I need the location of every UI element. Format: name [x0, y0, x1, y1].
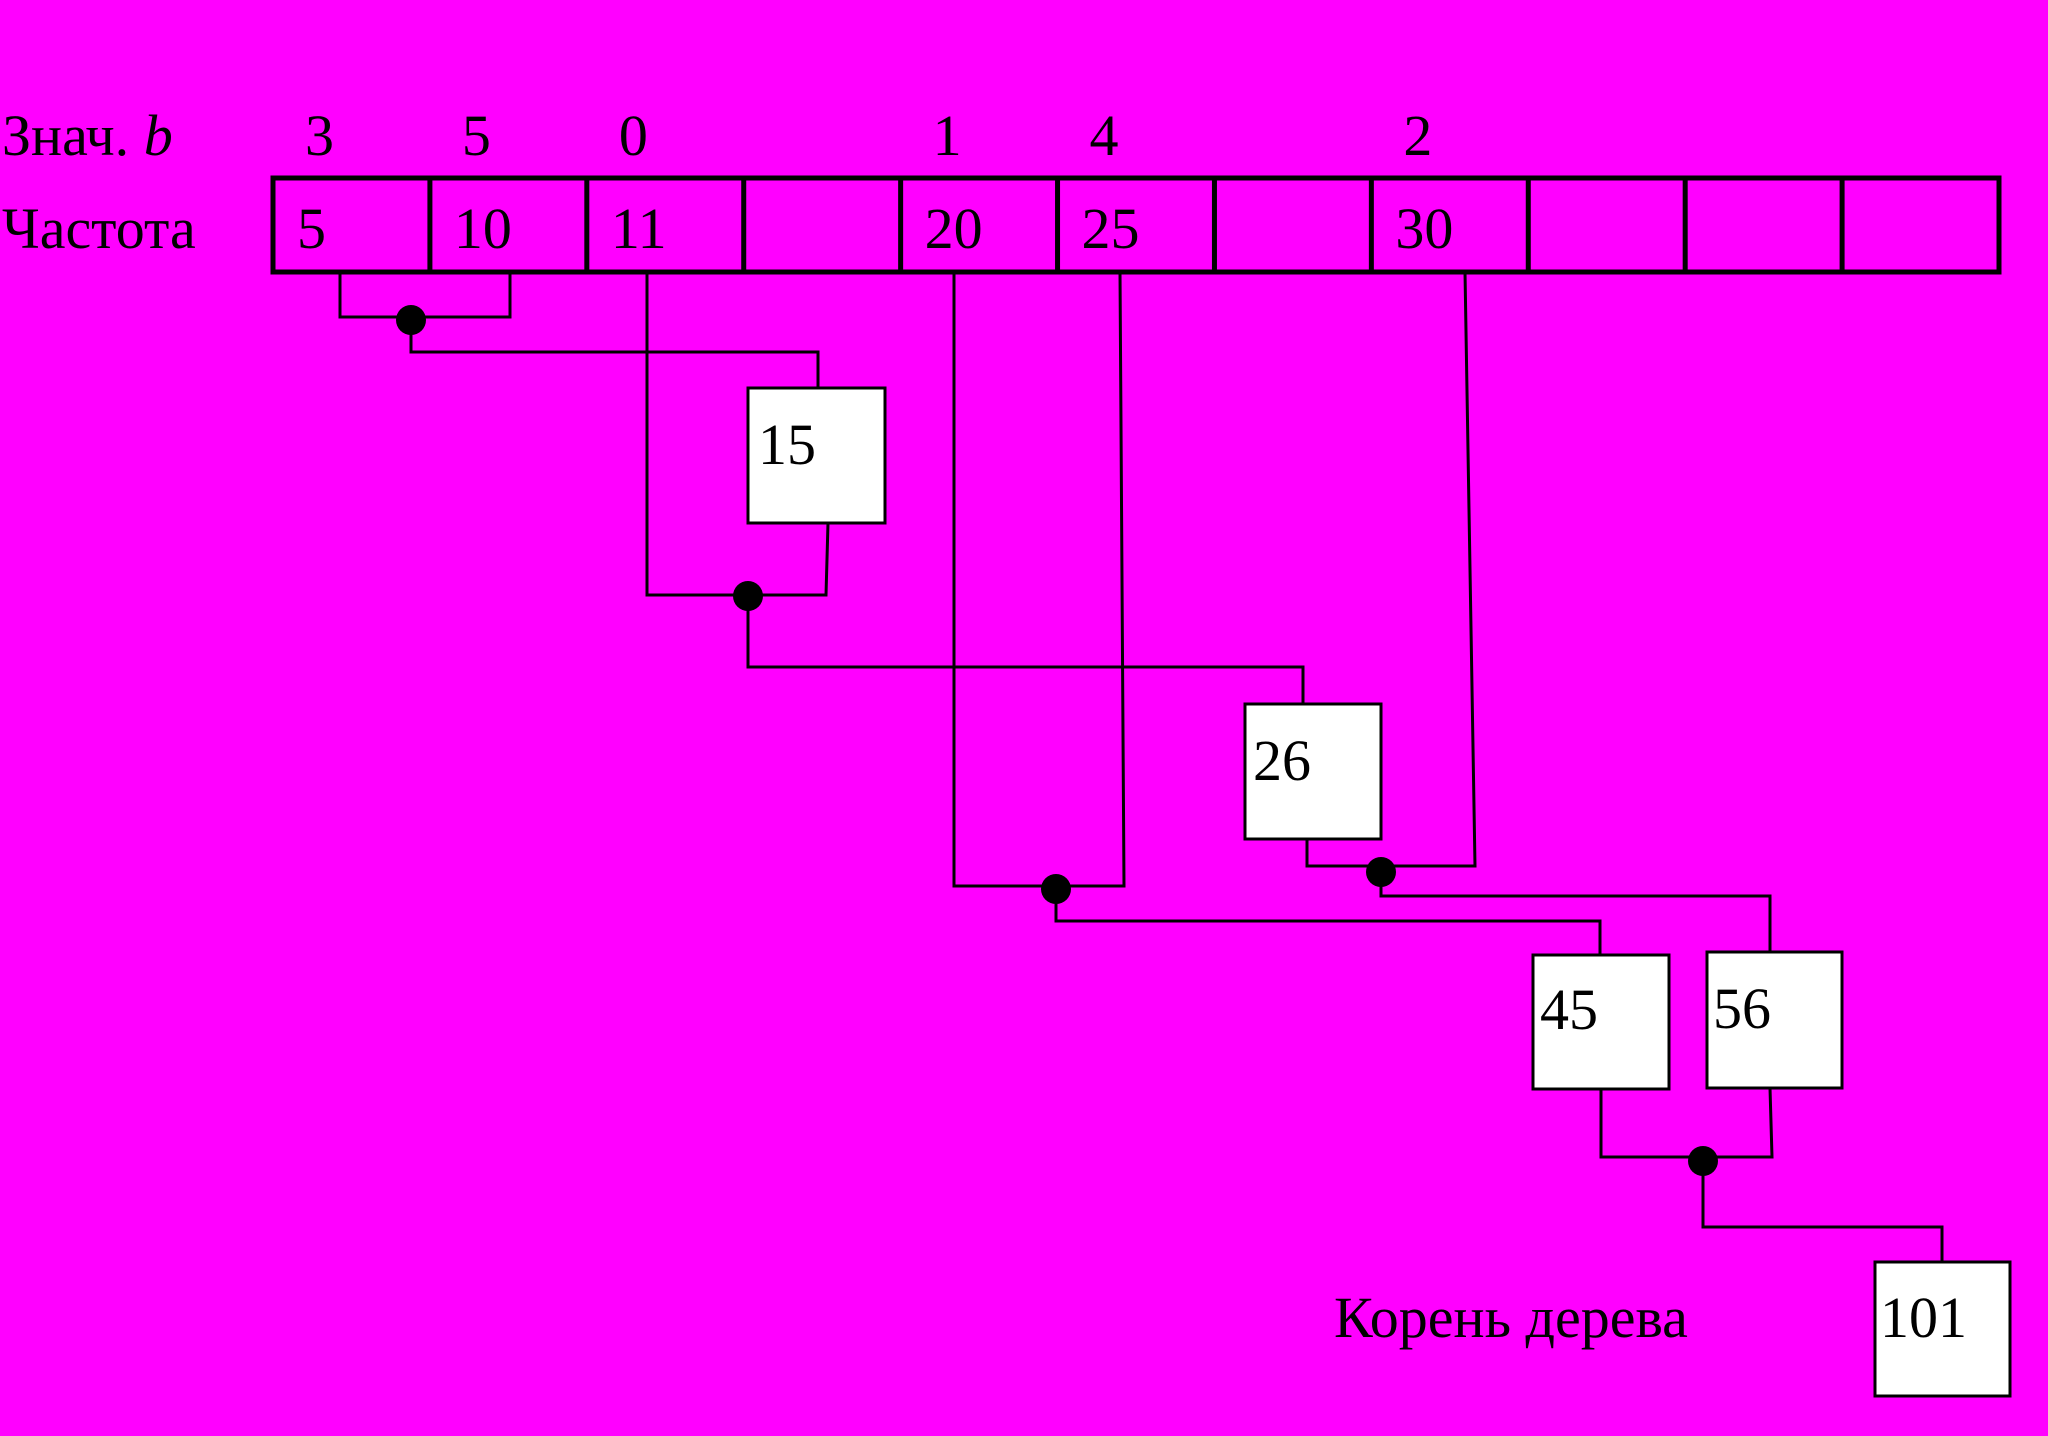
tree-node-26-label: 26: [1253, 728, 1311, 793]
junction-dot: [1366, 857, 1396, 887]
edge-merge1-to-15: [409, 321, 820, 388]
edge-20-25: [952, 271, 1126, 888]
edge-merge4-to-56: [1379, 873, 1772, 952]
symbol-value-label: 1: [933, 103, 962, 168]
junction-dot: [1041, 874, 1071, 904]
root-caption: Корень дерева: [1334, 1285, 1688, 1350]
tree-edges: [338, 271, 1944, 1262]
junction-dot: [733, 581, 763, 611]
frequency-cell-label: 20: [925, 196, 983, 261]
tree-node-56-label: 56: [1713, 976, 1771, 1041]
symbol-value-label: 2: [1403, 103, 1432, 168]
value-row-label-prefix: Знач.: [2, 103, 129, 168]
tree-node-101-root: [1873, 1260, 2012, 1398]
frequency-cell-label: 30: [1395, 196, 1453, 261]
table-frame: [270, 175, 2002, 275]
frequency-cell-label: 5: [297, 196, 326, 261]
tree-node-15-label: 15: [758, 412, 816, 477]
symbol-value-label: 5: [462, 103, 491, 168]
frequency-cell-label: 10: [454, 196, 512, 261]
edge-5-10: [338, 272, 512, 319]
frequency-cell-label: 11: [611, 196, 667, 261]
tree-node-26: [1243, 702, 1383, 841]
value-row-label-variable: b: [144, 103, 173, 168]
symbol-value-label: 4: [1090, 103, 1119, 168]
edge-merge3-to-45: [1054, 890, 1602, 955]
edge-merge2-to-26: [746, 597, 1305, 704]
value-row-label: Знач. b: [2, 103, 173, 168]
tree-node-101-label: 101: [1880, 1285, 1967, 1350]
tree-node-15: [746, 386, 887, 525]
tree-node-45: [1531, 953, 1671, 1091]
edge-45-56: [1599, 1087, 1774, 1159]
frequency-cell-label: 25: [1082, 196, 1140, 261]
junction-dot: [1688, 1146, 1718, 1176]
symbol-value-label: 0: [619, 103, 648, 168]
junction-dot: [396, 305, 426, 335]
symbol-value-label: 3: [305, 103, 334, 168]
tree-node-45-label: 45: [1540, 977, 1598, 1042]
tree-node-56: [1705, 950, 1844, 1090]
edge-merge5-to-101: [1701, 1162, 1944, 1262]
frequency-row-label: Частота: [2, 196, 196, 261]
